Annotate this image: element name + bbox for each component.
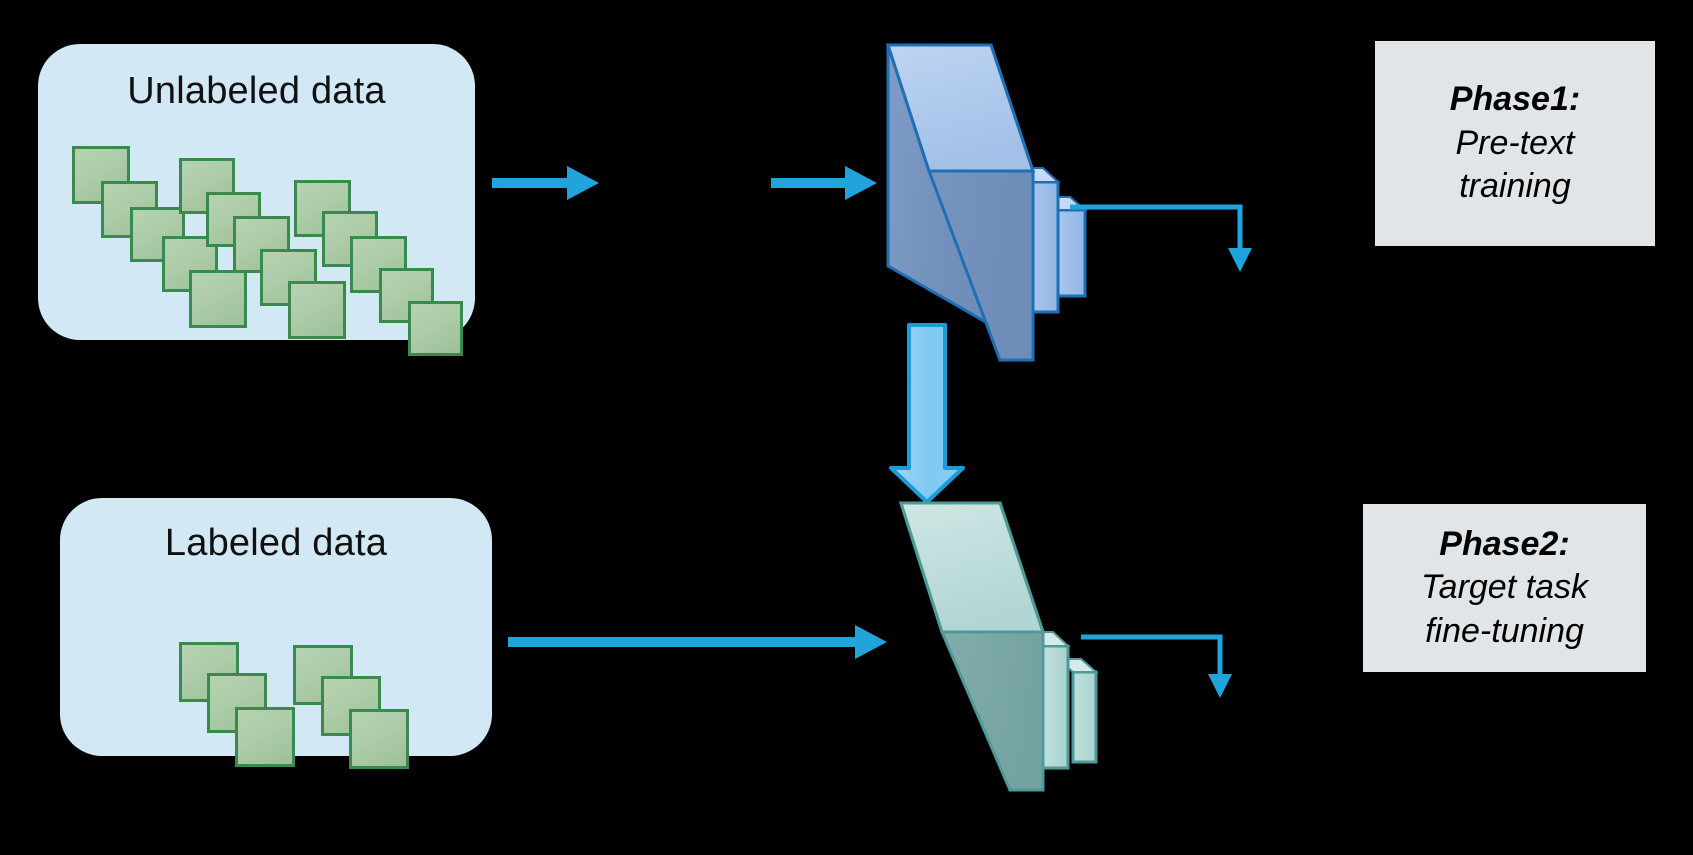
labeled-data-label: Labeled data (164, 522, 388, 564)
unlabeled-data-label: Unlabeled data (127, 70, 386, 112)
unlabeled-data-card (189, 270, 247, 328)
unlabeled-data-card (288, 281, 346, 339)
target-task-network-block (898, 501, 1099, 792)
arrow-network2-to-phase2 (1081, 634, 1232, 698)
phase1-description-line2: training (1459, 167, 1571, 206)
phase1-callout: Phase1: Pre-text training (1375, 41, 1655, 246)
phase2-description-line2: fine-tuning (1425, 611, 1584, 650)
unlabeled-data-card (408, 301, 463, 356)
arrow-gap-to-network1 (771, 166, 877, 200)
arrow-network1-to-phase1 (1070, 204, 1252, 272)
arrow-network1-to-network2 (889, 323, 965, 504)
labeled-data-card (235, 707, 295, 767)
arrow-unlabeled-to-gap (492, 166, 599, 200)
phase1-description-line1: Pre-text (1455, 123, 1575, 162)
phase1-title: Phase1: (1449, 80, 1581, 119)
arrow-labeled-to-network2 (508, 625, 887, 659)
phase2-callout: Phase2: Target task fine-tuning (1363, 504, 1646, 672)
phase2-title: Phase2: (1439, 524, 1570, 563)
labeled-data-card (349, 709, 409, 769)
pre-text-network-block (885, 43, 1088, 362)
phase2-description-line1: Target task (1421, 568, 1588, 607)
